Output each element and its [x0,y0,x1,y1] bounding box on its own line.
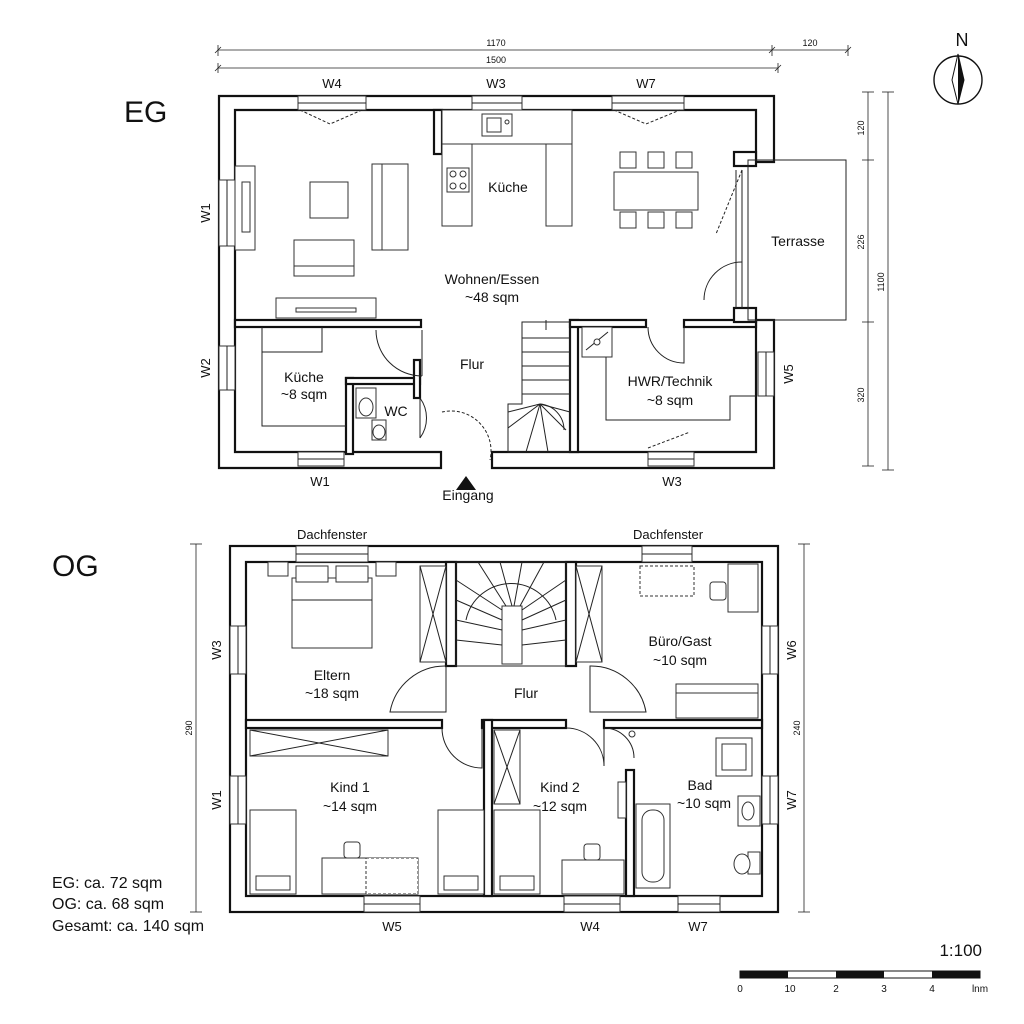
og-window-bottom-mid: W4 [580,919,600,934]
og-dimensions: 290 240 [184,543,810,913]
og-labels: Dachfenster Dachfenster W3 W1 W6 W7 W5 W… [209,527,799,934]
og-window-left-bottom: W1 [209,790,224,810]
eg-dim-height-total: 1100 [876,272,886,291]
og-room-office-name: Büro/Gast [648,633,711,649]
eg-walls [217,94,776,470]
og-window-right-top: W6 [784,640,799,660]
og-window-right-bottom: W7 [784,790,799,810]
og-skylight-right: Dachfenster [633,527,704,542]
eg-dim-width-total: 1170 [486,38,505,48]
og-room-kid1-area: ~14 sqm [323,798,377,814]
og-dim-right-height: 240 [792,720,802,735]
eg-entrance-label: Eingang [442,487,493,503]
og-window-bottom-right: W7 [688,919,708,934]
eg-window-left-bottom: W2 [198,358,213,378]
compass-needle-icon [958,54,964,104]
og-room-kid2-area: ~12 sqm [533,798,587,814]
desk-kid2 [561,859,625,895]
eg-right-dimensions: 120 226 320 1100 [856,91,894,471]
terrace-area [747,159,847,321]
scale-tick-2: 2 [833,984,839,995]
og-room-bath-name: Bad [688,777,713,793]
double-bed [291,577,373,649]
scale-unit: lnm [972,984,988,995]
scale-tick-3: 3 [881,984,887,995]
eg-room-kitchen-top: Küche [488,179,528,195]
compass: N [933,30,983,105]
dining-table [613,171,699,211]
og-skylight-left: Dachfenster [297,527,368,542]
summary-eg-area: EG: ca. 72 sqm [52,875,162,892]
eg-furniture [234,109,847,490]
og-room-hall: Flur [514,685,538,701]
eg-window-top-mid: W3 [486,76,506,91]
scale-label: 1:100 [939,941,982,960]
og-room-bath-area: ~10 sqm [677,795,731,811]
toilet-og-icon [733,853,751,875]
kitchen-island [545,143,573,227]
office-desk [727,563,759,613]
og-windows [229,545,779,913]
og-room-kid2-name: Kind 2 [540,779,580,795]
eg-window-top-right: W7 [636,76,656,91]
og-room-parents-area: ~18 sqm [305,685,359,701]
og-room-kid1-name: Kind 1 [330,779,370,795]
eg-dim-side-2: 226 [856,234,866,249]
eg-window-right: W5 [781,364,796,384]
eg-room-terrace: Terrasse [771,233,825,249]
summary-og-area: OG: ca. 68 sqm [52,896,164,913]
wc-basin-icon [358,397,374,417]
compass-north-label: N [956,30,969,50]
eg-floor-label: EG [124,96,167,129]
scale-tick-0: 0 [737,984,743,995]
og-window-bottom-left: W5 [382,919,402,934]
og-room-office-area: ~10 sqm [653,652,707,668]
eg-room-living-area: ~48 sqm [465,289,519,305]
og-furniture [249,561,761,895]
og-room-parents-name: Eltern [314,667,351,683]
area-summary: EG: ca. 72 sqm OG: ca. 68 sqm Gesamt: ca… [52,875,204,935]
coffee-table [309,181,349,219]
scale-bar: 1:100 0 10 2 3 4 lnm [737,941,988,995]
eg-top-dimensions: 1170 120 1500 [214,38,852,73]
eg-window-left-top: W1 [198,203,213,223]
og-floor-label: OG [52,550,99,583]
eg-window-top-left: W4 [322,76,342,91]
eg-dim-terrace-width: 120 [802,38,817,48]
eg-room-kitchen-small-area: ~8 sqm [281,386,327,402]
eg-room-kitchen-small-name: Küche [284,369,324,385]
eg-window-bottom-left: W1 [310,474,330,489]
toilet-icon [372,424,386,440]
eg-windows [218,95,775,467]
summary-total-area: Gesamt: ca. 140 sqm [52,918,204,935]
eg-dim-side-3: 320 [856,387,866,402]
office-chair [709,581,727,601]
entrance-arrow-icon [456,476,476,490]
eg-room-utility-area: ~8 sqm [647,392,693,408]
eg-dim-side-1: 120 [856,120,866,135]
eg-window-bottom-right: W3 [662,474,682,489]
eg-room-wc: WC [384,403,407,419]
og-window-left-top: W3 [209,640,224,660]
eg-room-living-name: Wohnen/Essen [445,271,540,287]
og-dim-left-height: 290 [184,720,194,735]
scale-tick-4: 4 [929,984,935,995]
stove-icon [446,167,470,193]
eg-room-utility-name: HWR/Technik [628,373,714,389]
scale-tick-1: 10 [784,984,796,995]
eg-dim-width-outer: 1500 [486,55,506,65]
eg-labels: W4 W3 W7 W1 W2 W5 W1 W3 Küche Wohnen/Ess… [198,76,825,503]
eg-room-hall: Flur [460,356,484,372]
